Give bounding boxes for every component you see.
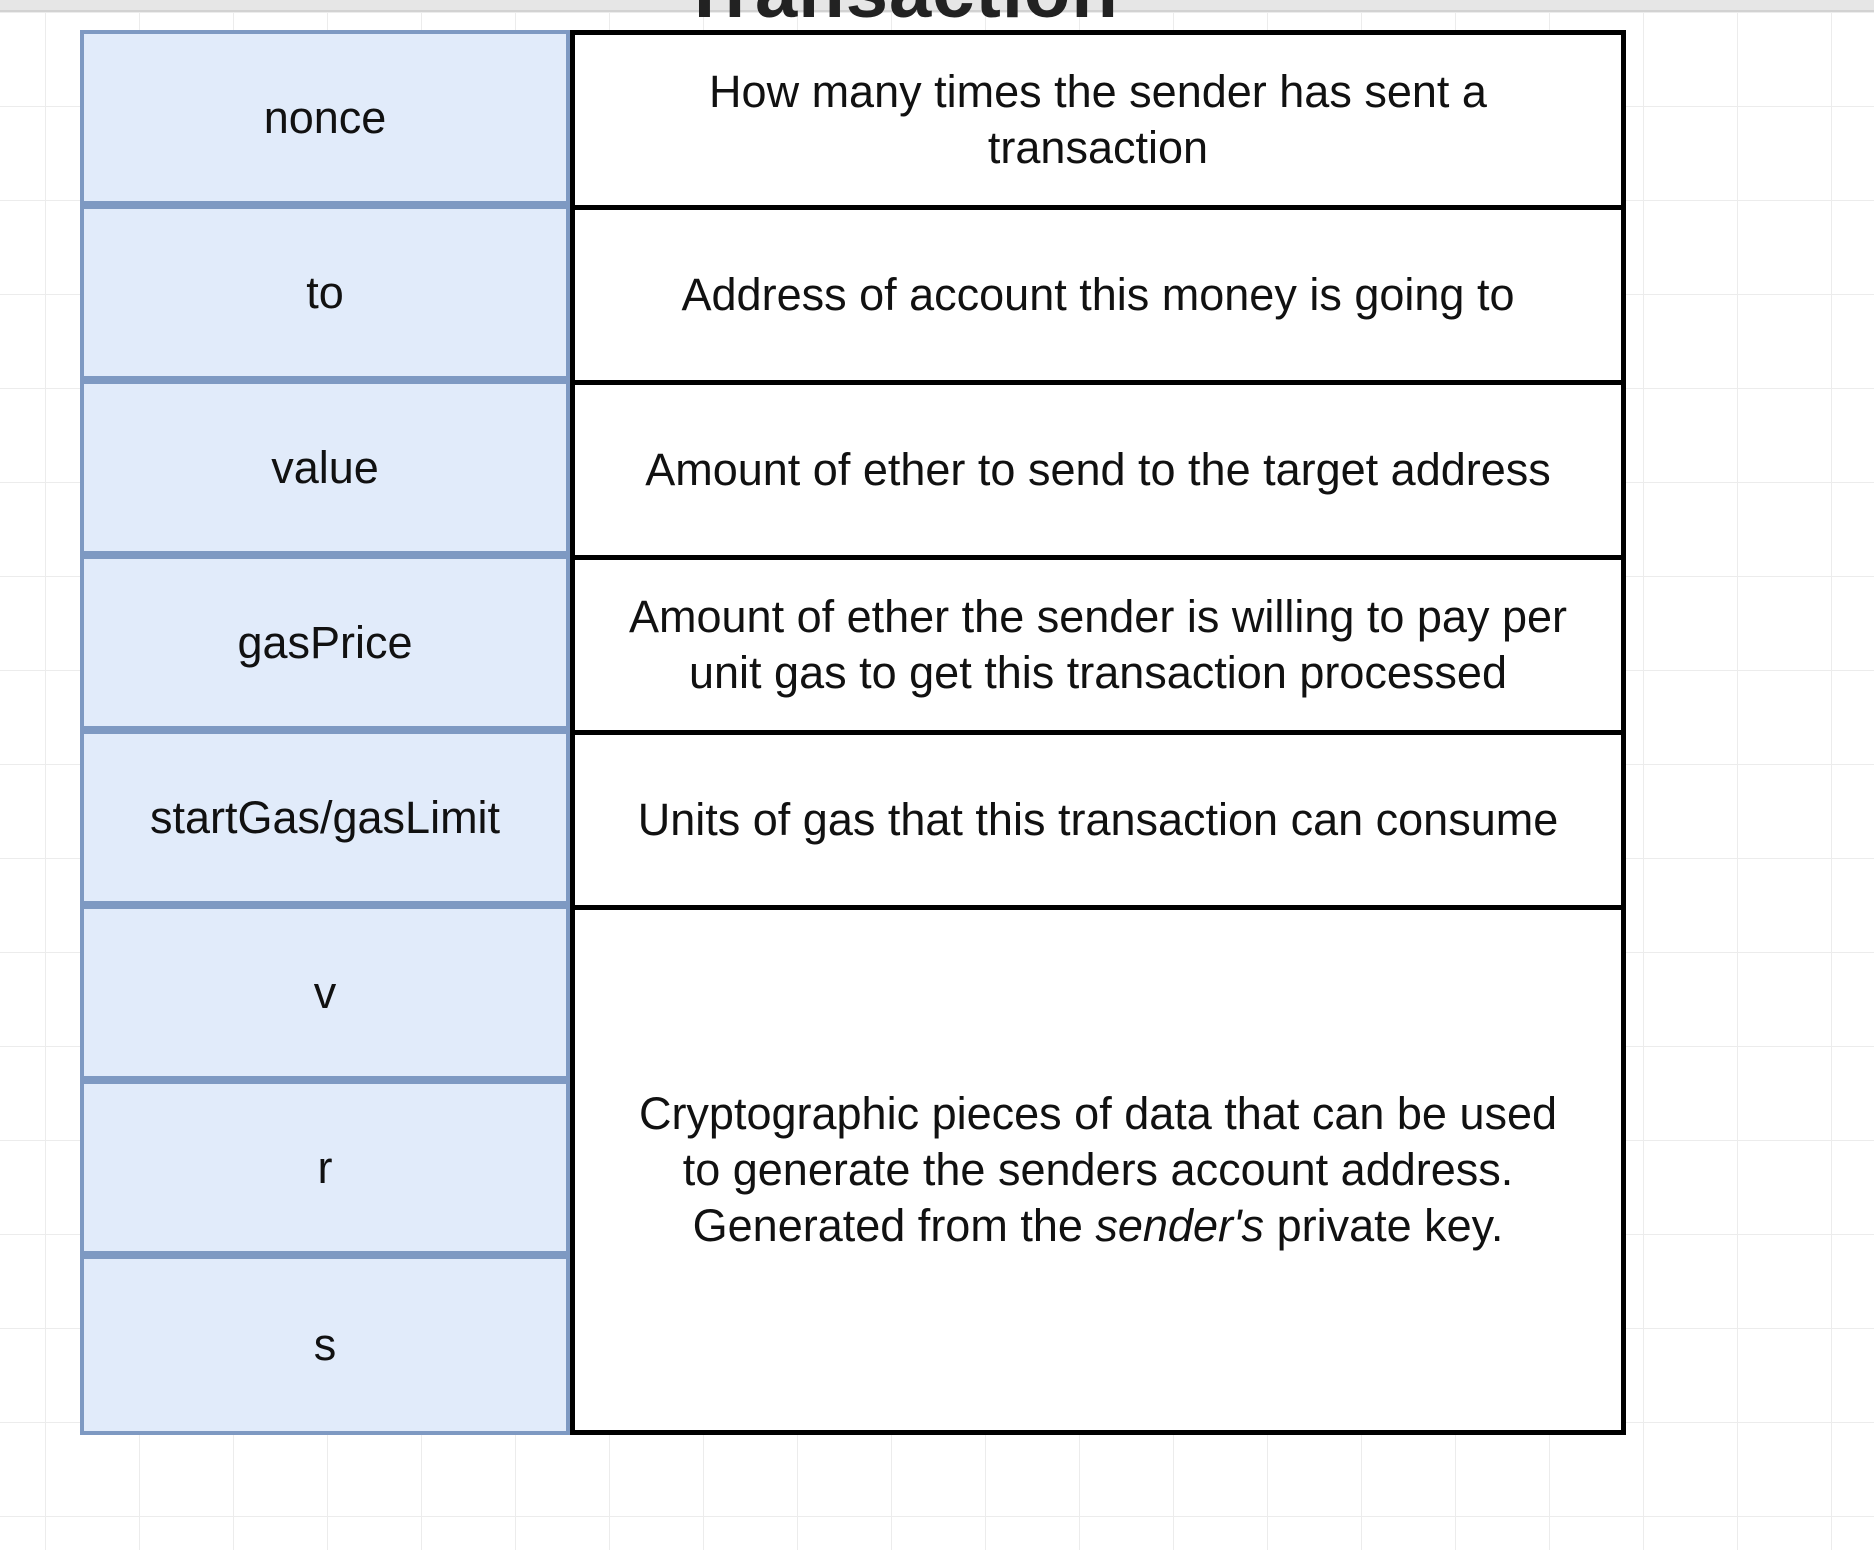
- field-name-column: nonce to value gasPrice startGas/gasLimi…: [80, 30, 570, 1435]
- description-line: How many times the sender has sent a: [709, 66, 1487, 117]
- top-strip: [0, 0, 1874, 12]
- description-line: Generated from the sender's private key.: [639, 1198, 1557, 1254]
- description-line: Amount of ether the sender is willing to…: [628, 591, 1567, 642]
- description-text: private key.: [1264, 1200, 1504, 1251]
- field-cell-nonce: nonce: [80, 30, 570, 205]
- description-cell-to: Address of account this money is going t…: [570, 205, 1626, 385]
- description-line: Amount of ether to send to the target ad…: [645, 444, 1551, 495]
- description-line: Units of gas that this transaction can c…: [637, 794, 1559, 845]
- field-label: s: [313, 1319, 337, 1370]
- field-label: v: [313, 966, 337, 1018]
- field-cell-gasprice: gasPrice: [80, 555, 570, 730]
- field-cell-value: value: [80, 380, 570, 555]
- description-cell-signature: Cryptographic pieces of data that can be…: [570, 905, 1626, 1435]
- emphasized-text: sender's: [1095, 1200, 1265, 1251]
- field-cell-r: r: [80, 1080, 570, 1255]
- description-cell-startgas-gaslimit: Units of gas that this transaction can c…: [570, 730, 1626, 910]
- description-line: transaction: [987, 122, 1209, 173]
- description-text: Generated from the: [692, 1200, 1096, 1251]
- field-label: to: [306, 266, 344, 318]
- field-cell-v: v: [80, 905, 570, 1080]
- field-cell-startgas-gaslimit: startGas/gasLimit: [80, 730, 570, 905]
- field-label: value: [271, 441, 379, 493]
- field-cell-to: to: [80, 205, 570, 380]
- field-label: startGas/gasLimit: [149, 791, 501, 843]
- description-cell-value: Amount of ether to send to the target ad…: [570, 380, 1626, 560]
- diagram-title: Transaction: [660, 0, 1140, 32]
- description-cell-nonce: How many times the sender has sent a tra…: [570, 30, 1626, 210]
- field-cell-s: s: [80, 1255, 570, 1435]
- description-line: Address of account this money is going t…: [681, 269, 1515, 320]
- description-line: Cryptographic pieces of data that can be…: [638, 1088, 1558, 1139]
- description-line: unit gas to get this transaction process…: [689, 647, 1507, 698]
- description-line: to generate the senders account address.: [682, 1144, 1514, 1195]
- description-cell-gasprice: Amount of ether the sender is willing to…: [570, 555, 1626, 735]
- description-column: How many times the sender has sent a tra…: [570, 30, 1626, 1435]
- field-label: nonce: [263, 91, 387, 143]
- field-label: r: [317, 1141, 333, 1193]
- field-label: gasPrice: [237, 616, 413, 668]
